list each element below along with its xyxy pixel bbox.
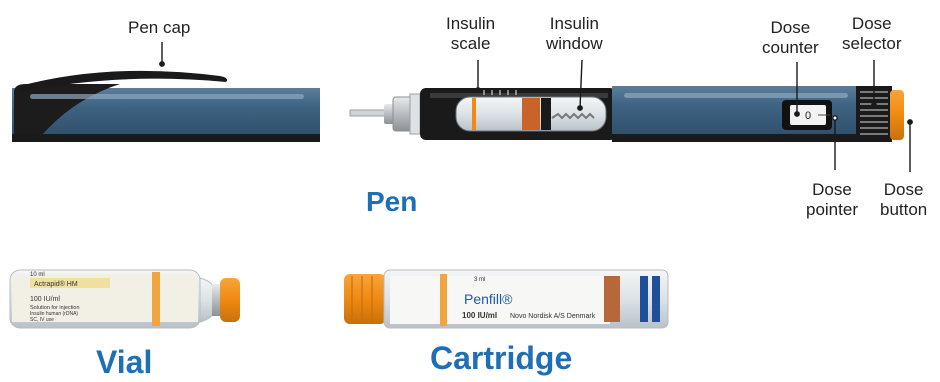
pen-cap-label: Pen cap [128, 18, 190, 38]
insulin-window-label: Insulin window [546, 14, 603, 54]
dose-counter-value: 0 [805, 110, 811, 122]
pen-cap-label-text: Pen cap [128, 18, 190, 37]
vial-strength: 100 IU/ml [30, 296, 60, 303]
dose-pointer-label-line2: pointer [806, 200, 858, 220]
cartridge-volume: 3 ml [474, 277, 485, 283]
cartridge-brand: Penfill® [464, 291, 513, 307]
pen-heading: Pen [366, 186, 417, 218]
dose-counter-label-line2: counter [762, 38, 819, 58]
vial-line3: SC, IV use [30, 317, 54, 323]
cartridge-maker: Novo Nordisk A/S Denmark [510, 313, 596, 320]
insulin-window-label-line1: Insulin [546, 14, 603, 34]
insulin-scale-label-line2: scale [446, 34, 495, 54]
dose-counter-label-line1: Dose [762, 18, 819, 38]
dose-button-label-line1: Dose [880, 180, 927, 200]
dose-selector-label: Dose selector [842, 14, 902, 54]
insulin-window-label-line2: window [546, 34, 603, 54]
insulin-vial: 10 ml Actrapid® HM 100 IU/ml Solution fo… [10, 270, 240, 328]
vial-brand: Actrapid® HM [34, 280, 78, 288]
dose-button-label-line2: button [880, 200, 927, 220]
dose-selector-label-line2: selector [842, 34, 902, 54]
pen-cap [12, 71, 320, 142]
dose-selector-label-line1: Dose [842, 14, 902, 34]
insulin-cartridge: 3 ml Penfill® 100 IU/ml Novo Nordisk A/S… [344, 270, 668, 328]
insulin-scale-label: Insulin scale [446, 14, 495, 54]
vial-heading: Vial [96, 344, 152, 381]
cartridge-strength: 100 IU/ml [462, 311, 497, 320]
vial-volume: 10 ml [30, 272, 45, 278]
dose-pointer-label: Dose pointer [806, 180, 858, 220]
dose-counter-label: Dose counter [762, 18, 819, 58]
dose-button-label: Dose button [880, 180, 927, 220]
cartridge-heading: Cartridge [430, 340, 572, 377]
insulin-pen: 0 [350, 86, 904, 142]
dose-pointer-label-line1: Dose [806, 180, 858, 200]
insulin-scale-label-line1: Insulin [446, 14, 495, 34]
